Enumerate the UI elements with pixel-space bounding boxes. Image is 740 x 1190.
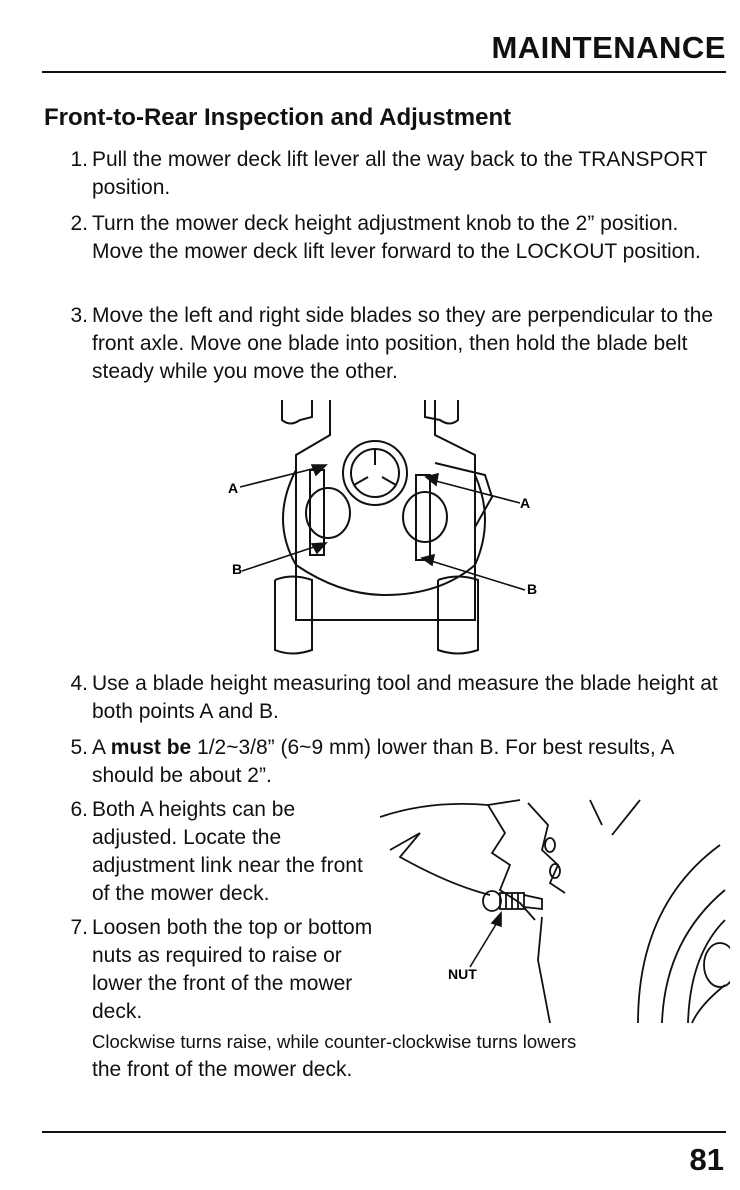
label-nut: NUT [448,966,477,982]
step-number: 1. [70,148,88,171]
header-rule [42,71,726,73]
step-text: Move the left and right side blades so t… [92,304,714,383]
step-text: Pull the mower deck lift lever all the w… [92,148,708,199]
note-line-1: Clockwise turns raise, while counter-clo… [92,1031,577,1052]
step-text-part: 1/2~3/8” (6~9 mm) lower than B. For best… [92,736,674,787]
step-text: A must be 1/2~3/8” (6~9 mm) lower than B… [92,734,728,790]
section-title: Front-to-Rear Inspection and Adjustment [44,104,512,131]
label-a-left: A [228,480,238,496]
step-text-emphasis: must be [110,736,192,759]
step-number: 7. [70,916,88,939]
step-text-part: A [92,736,111,759]
adjustment-note: Clockwise turns raise, while counter-clo… [92,1028,732,1084]
adjustment-link-diagram: NUT [379,799,730,1024]
step-number: 2. [70,212,88,235]
step-number: 5. [70,736,88,759]
label-b-right: B [527,581,537,597]
page-header-title: MAINTENANCE [491,30,726,65]
step-text: Loosen both the top or bottom nuts as re… [92,916,373,1023]
step-number: 3. [70,304,88,327]
label-b-left: B [232,561,242,577]
step-number: 4. [70,672,88,695]
note-line-2: the front of the mower deck. [92,1058,353,1081]
step-text: Turn the mower deck height adjustment kn… [92,212,701,263]
page-number: 81 [689,1142,724,1177]
footer-rule [42,1131,726,1133]
step-number: 6. [70,798,88,821]
step-text: Use a blade height measuring tool and me… [92,672,718,723]
label-a-right: A [520,495,530,511]
blade-position-diagram: A A B B [228,400,537,655]
step-text: Both A heights can be adjusted. Locate t… [92,798,363,905]
